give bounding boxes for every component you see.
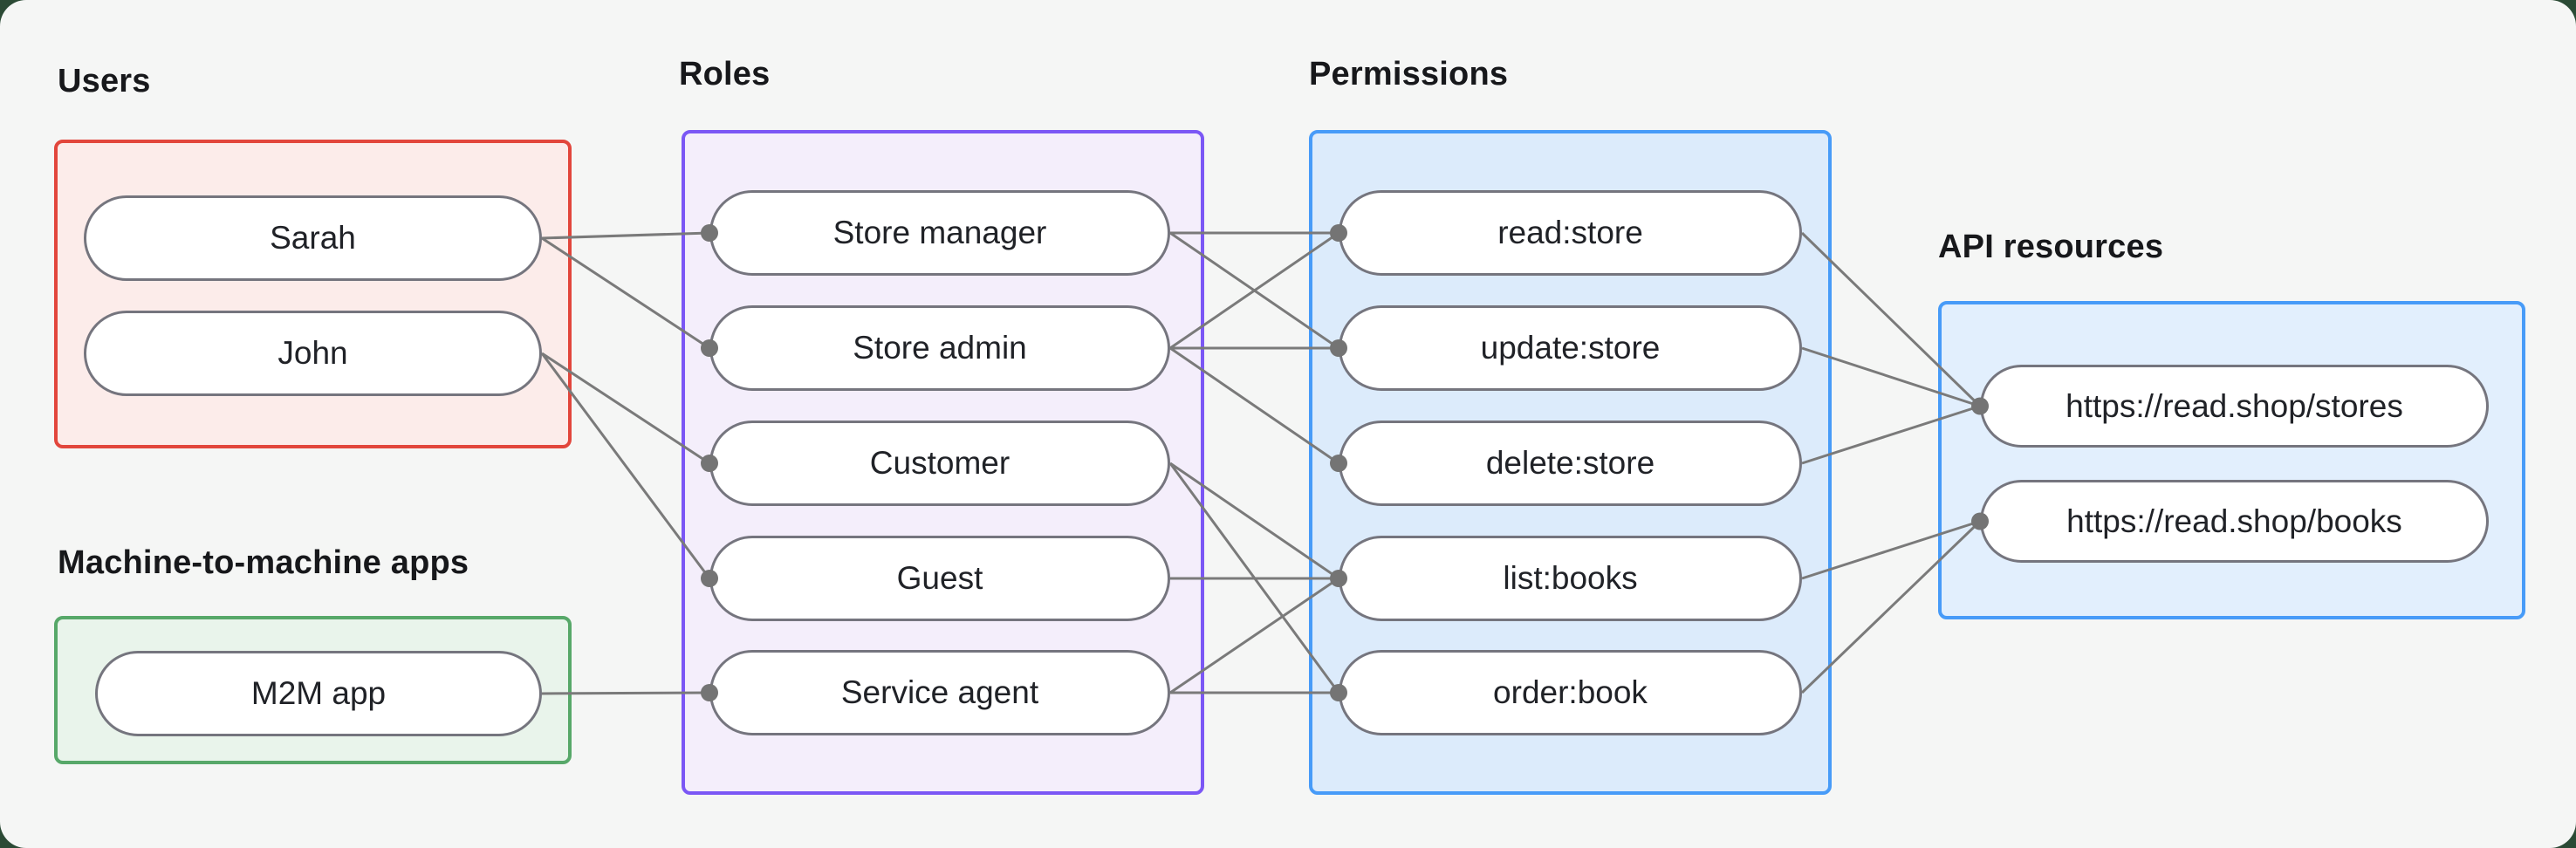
- node-john: John: [84, 311, 542, 396]
- node-sarah: Sarah: [84, 195, 542, 281]
- node-update_store: update:store: [1339, 305, 1802, 391]
- group-box-api: [1938, 301, 2525, 619]
- group-label-users: Users: [58, 63, 151, 99]
- node-store_manager: Store manager: [709, 190, 1170, 276]
- group-label-m2m: Machine-to-machine apps: [58, 544, 469, 581]
- group-box-users: [54, 140, 572, 448]
- node-service_agent: Service agent: [709, 650, 1170, 735]
- node-stores_api: https://read.shop/stores: [1980, 365, 2489, 448]
- group-label-roles: Roles: [679, 56, 771, 92]
- node-store_admin: Store admin: [709, 305, 1170, 391]
- node-read_store: read:store: [1339, 190, 1802, 276]
- node-list_books: list:books: [1339, 536, 1802, 621]
- node-m2m_app: M2M app: [95, 651, 542, 736]
- node-books_api: https://read.shop/books: [1980, 480, 2489, 563]
- node-customer: Customer: [709, 421, 1170, 506]
- group-label-api: API resources: [1938, 229, 2164, 265]
- group-label-permissions: Permissions: [1309, 56, 1509, 92]
- node-delete_store: delete:store: [1339, 421, 1802, 506]
- node-order_book: order:book: [1339, 650, 1802, 735]
- node-guest: Guest: [709, 536, 1170, 621]
